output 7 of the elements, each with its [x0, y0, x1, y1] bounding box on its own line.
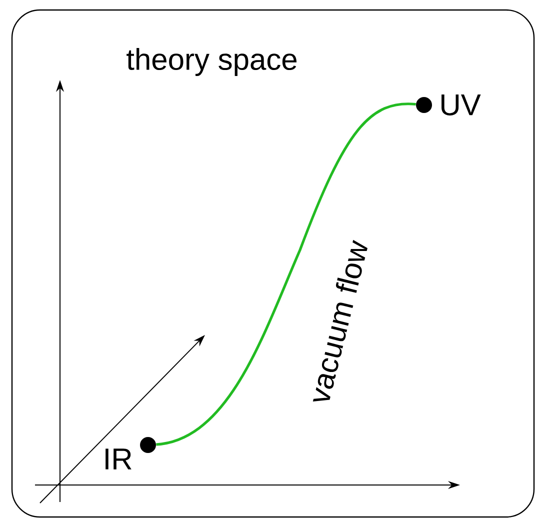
edge-label: vacuum flow	[312, 240, 368, 402]
title: theory space	[126, 48, 297, 76]
flow-curve	[156, 102, 416, 446]
point-label: UV	[442, 94, 481, 116]
dot	[140, 437, 156, 453]
dot	[416, 97, 432, 113]
point-label: IR	[106, 448, 132, 470]
